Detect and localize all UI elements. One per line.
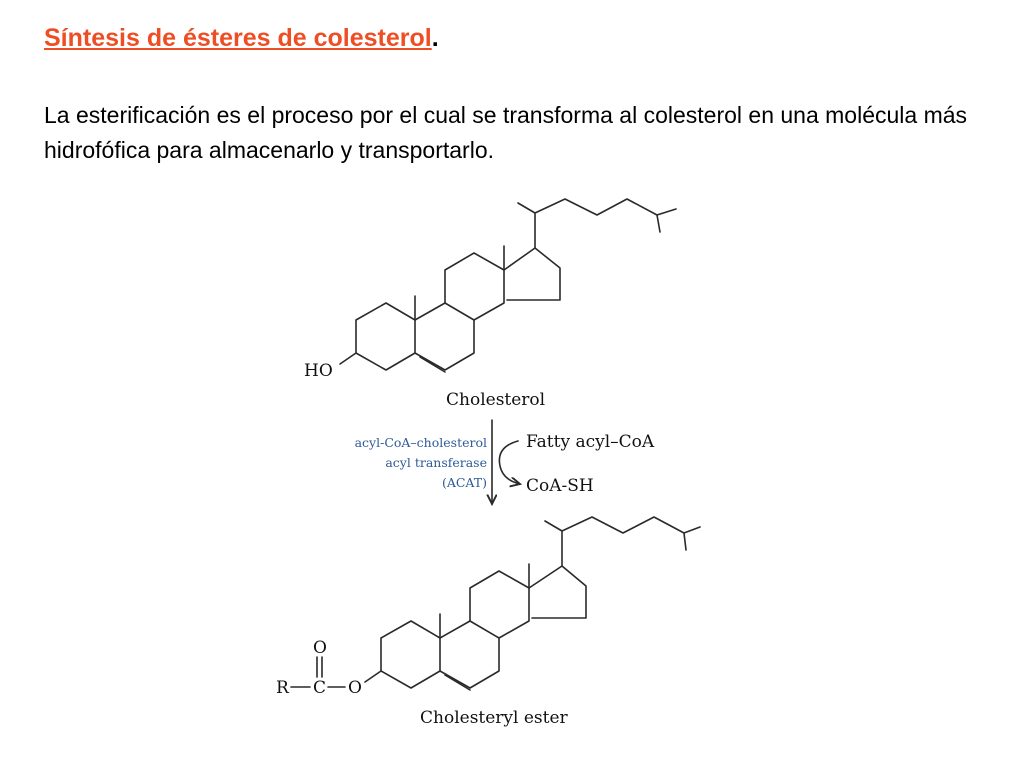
hydroxyl-label: HO — [304, 361, 333, 381]
ester-ring-c — [469, 570, 530, 639]
intro-paragraph: La esterificación es el proceso por el c… — [44, 102, 968, 163]
ester-double-bond — [444, 674, 471, 691]
ester-ring-d — [528, 565, 587, 619]
ring-d — [503, 247, 561, 301]
title-period: . — [431, 24, 439, 52]
carbon-label: C — [313, 678, 326, 698]
cholesteryl-ester-structure: O R C O — [276, 516, 701, 698]
curved-arrow — [498, 440, 520, 484]
ester-oxygen-label: O — [348, 678, 362, 698]
ring-c — [444, 252, 505, 321]
double-bond — [419, 356, 446, 373]
cholesterol-structure: HO — [304, 198, 677, 381]
ester-ring-b — [439, 620, 500, 689]
ring-b — [414, 302, 475, 371]
product-coa-sh: CoA-SH — [526, 476, 594, 496]
reaction-arrow — [492, 419, 520, 504]
enzyme-name-line1: acyl-CoA–cholesterol — [355, 435, 487, 450]
ester-o-bond — [364, 670, 382, 683]
cholesteryl-ester-name: Cholesteryl ester — [420, 708, 569, 728]
reactant-fatty-acyl-coa: Fatty acyl–CoA — [526, 432, 655, 452]
r-group-label: R — [276, 678, 290, 698]
ring-a — [355, 302, 416, 371]
side-chain — [517, 198, 677, 249]
slide-title: Síntesis de ésteres de colesterol. — [44, 24, 439, 53]
title-link[interactable]: Síntesis de ésteres de colesterol — [44, 24, 432, 52]
ester-side-chain — [544, 516, 701, 567]
cholesterol-name: Cholesterol — [446, 390, 545, 410]
carbonyl-oxygen-label: O — [313, 638, 327, 658]
ester-ring-a — [380, 620, 441, 689]
enzyme-name-line3: (ACAT) — [442, 475, 487, 490]
enzyme-name-line2: acyl transferase — [385, 455, 487, 470]
hydroxyl-bond — [339, 352, 357, 365]
